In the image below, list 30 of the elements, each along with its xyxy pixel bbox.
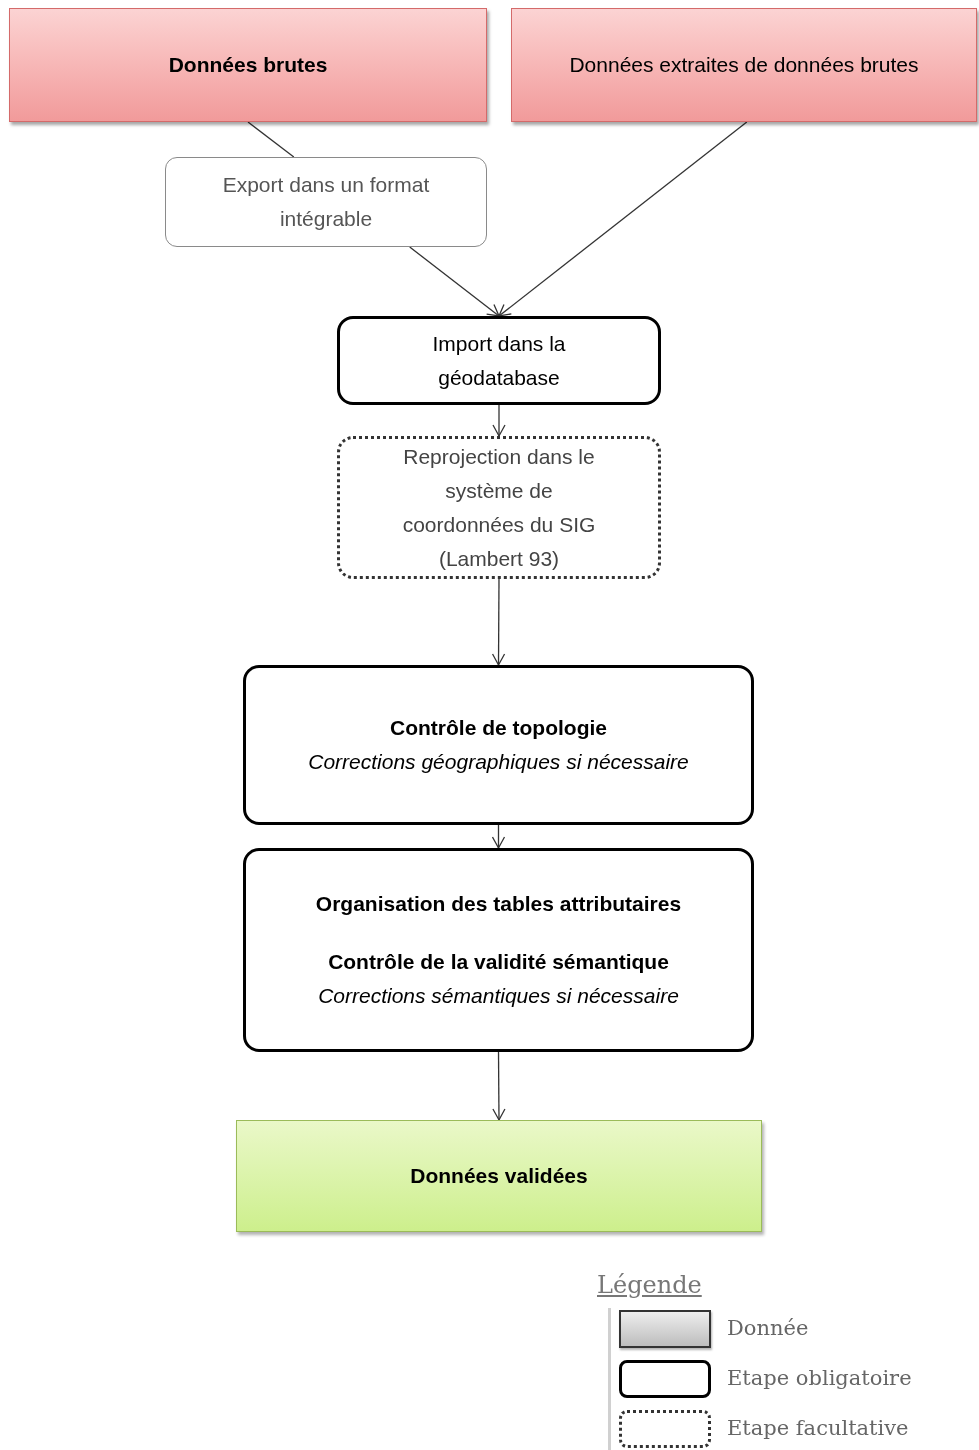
node-title: Données validées: [410, 1163, 588, 1189]
process-box: [243, 665, 754, 825]
arrow: [492, 1051, 506, 1121]
process-box: [165, 157, 487, 247]
data-box: [9, 8, 487, 122]
arrow: [491, 578, 506, 666]
arrow: [498, 121, 748, 317]
node-title: Données brutes: [168, 52, 328, 78]
arrow: [409, 246, 500, 317]
node-title: Données extraites de données brutes: [569, 52, 919, 78]
legend-label: Etape facultative: [727, 1415, 909, 1443]
node-title: Reprojection dans le système de coordonnées du SIG (Lambert 93): [401, 443, 597, 572]
node-text: Corrections géographiques si nécessaire: [308, 749, 689, 775]
node-title: Import dans la géodatabase: [431, 330, 567, 391]
arrow: [492, 404, 506, 437]
optional-process-box: [337, 436, 661, 579]
legend-label: Donnée: [727, 1315, 809, 1343]
node-title: Export dans un format intégrable: [221, 172, 431, 232]
arrow: [491, 824, 506, 849]
process-box: [243, 848, 754, 1052]
legend-title: Légende: [597, 1270, 702, 1300]
node-title: Contrôle de topologie: [390, 715, 607, 741]
data-box: [511, 8, 977, 122]
connector-line: [247, 121, 295, 158]
node-title: Organisation des tables attributaires: [315, 891, 682, 917]
node-text: Contrôle de la validité sémantique: [328, 949, 669, 975]
process-box: [337, 316, 661, 405]
node-text: Corrections sémantiques si nécessaire: [318, 983, 679, 1009]
data-box: [236, 1120, 762, 1232]
legend-label: Etape obligatoire: [727, 1365, 912, 1393]
